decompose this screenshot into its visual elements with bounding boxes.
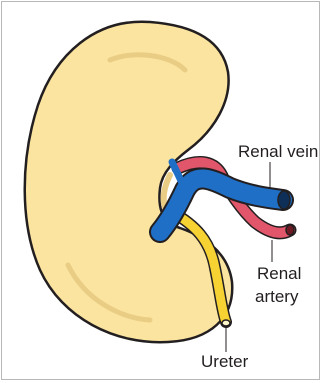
label-renal-artery-line1: Renal xyxy=(257,264,301,284)
label-ureter: Ureter xyxy=(201,352,248,372)
label-renal-artery-line2: artery xyxy=(255,287,298,307)
renal-vein-opening xyxy=(278,191,290,209)
renal-artery-opening xyxy=(286,225,294,235)
ureter-opening xyxy=(222,320,230,326)
label-renal-vein: Renal vein xyxy=(238,142,318,162)
